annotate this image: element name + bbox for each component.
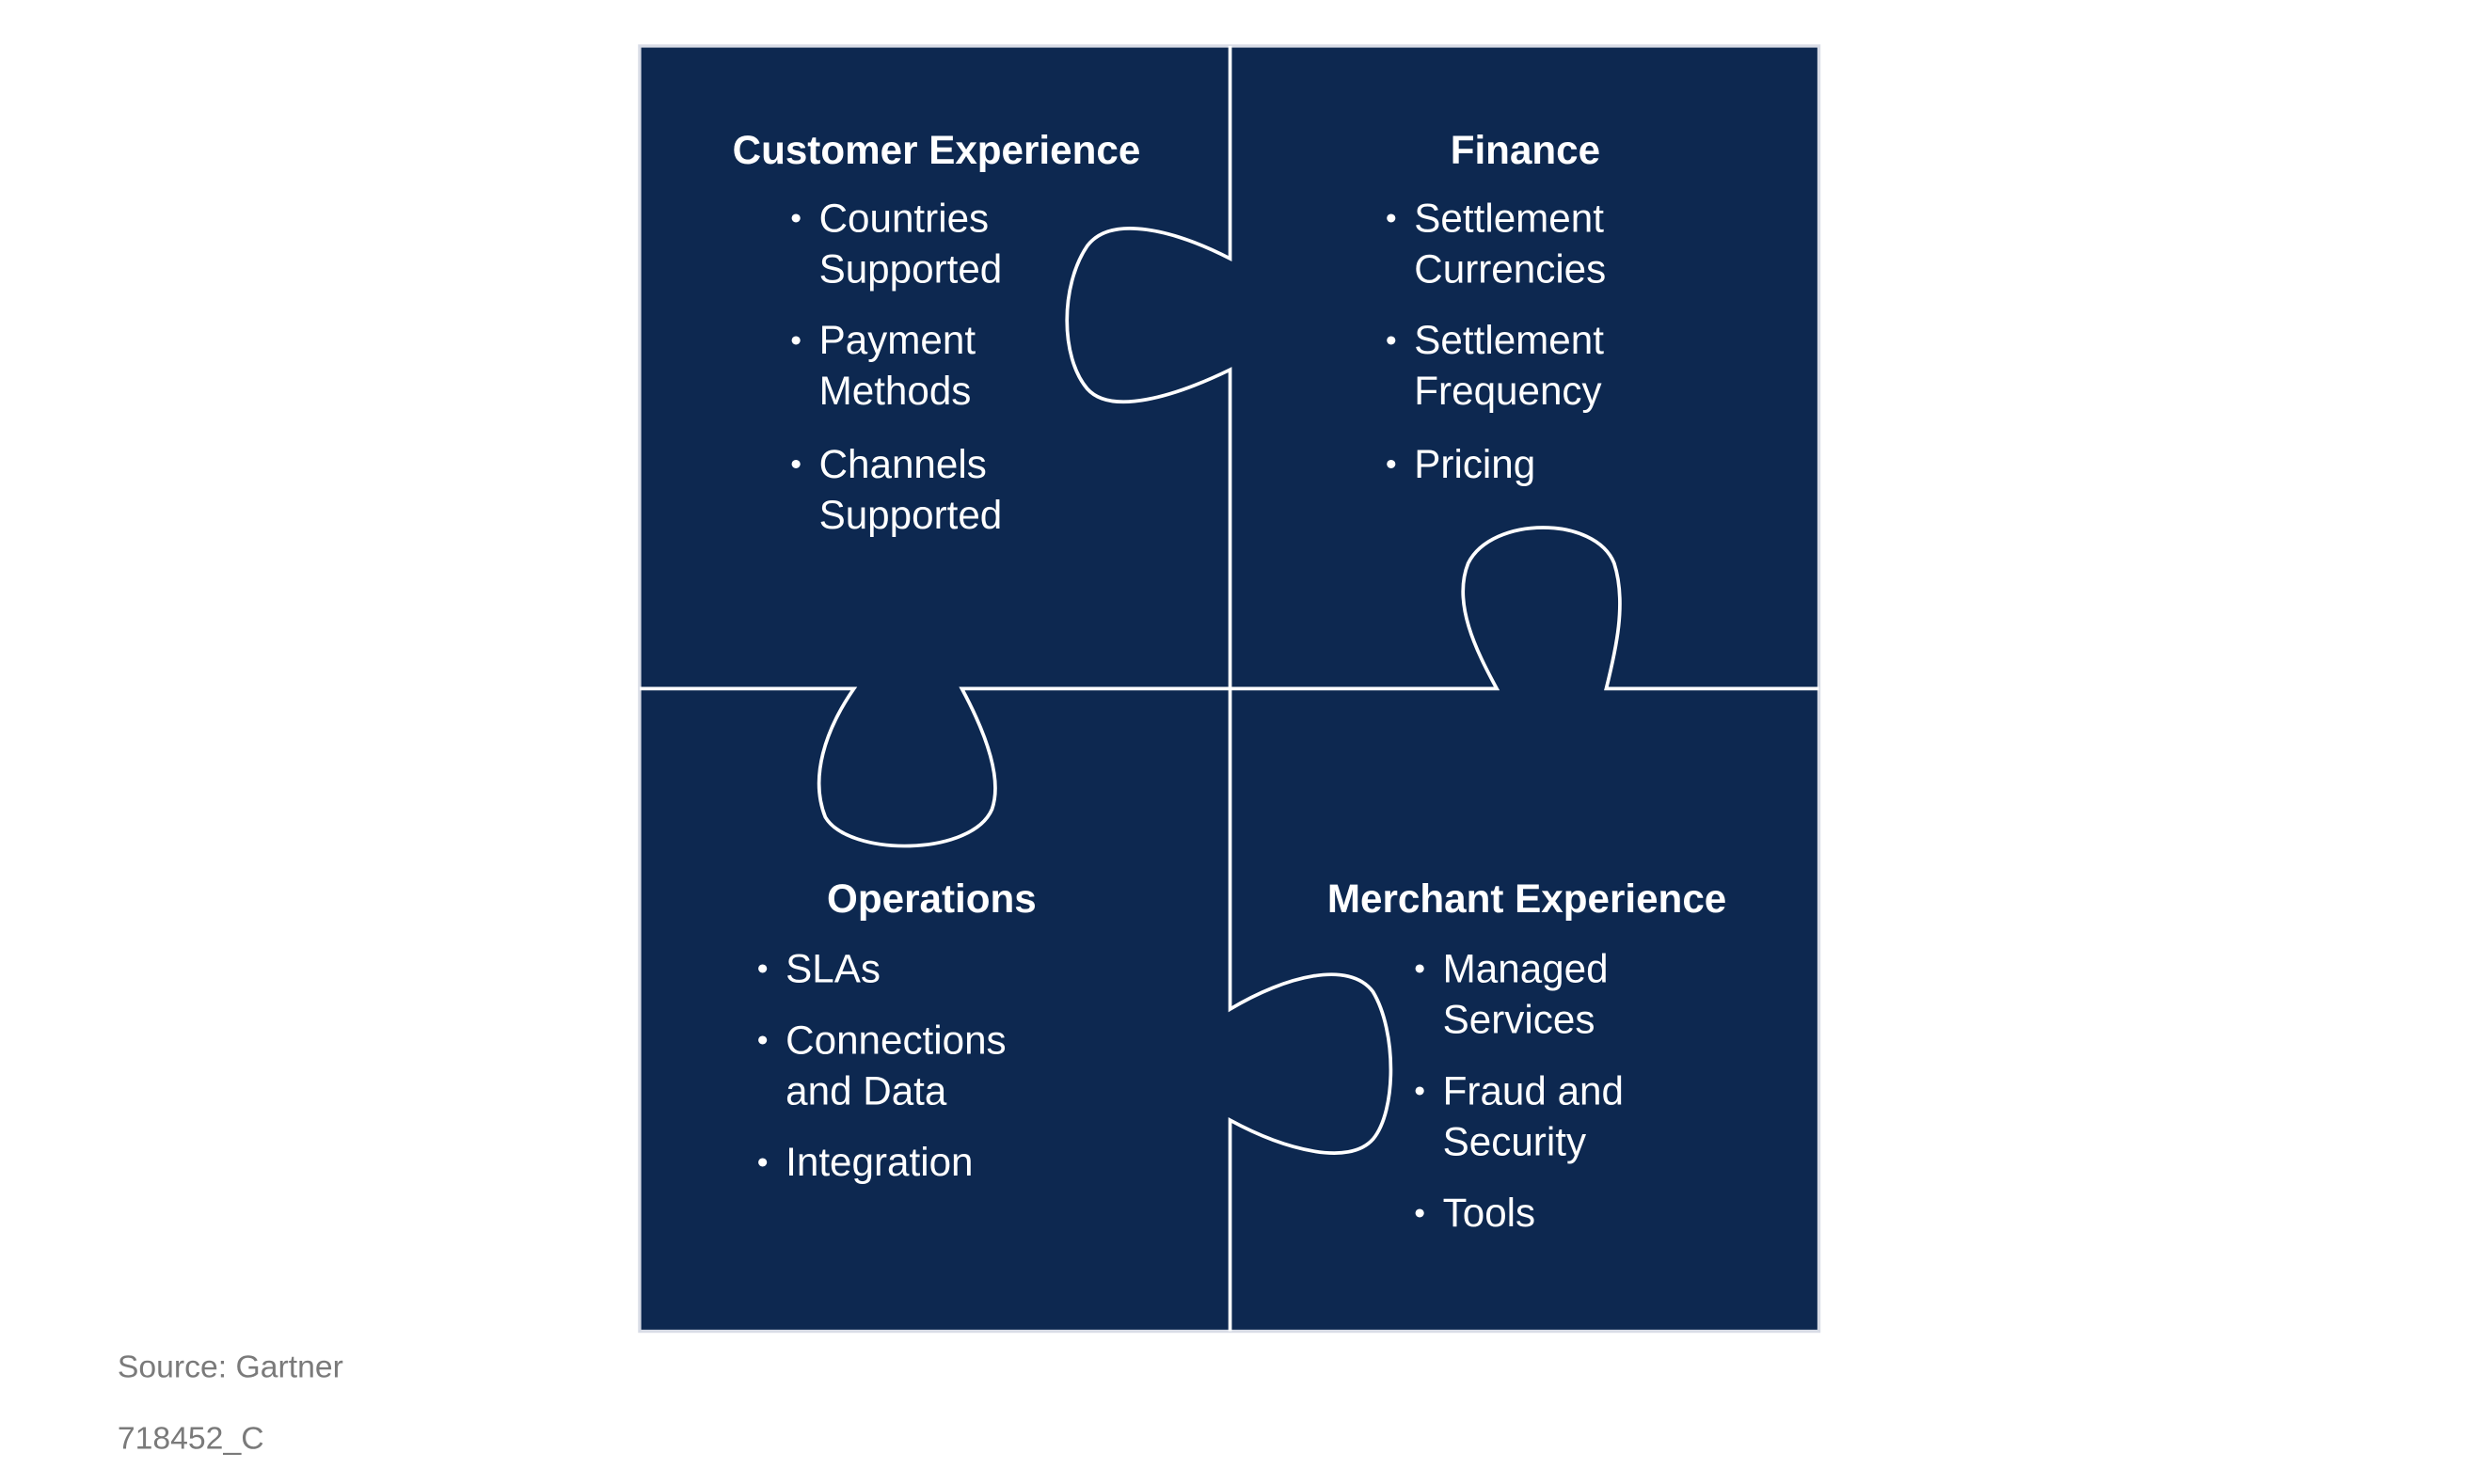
list-item: • Integration <box>757 1138 974 1189</box>
bullet-icon: • <box>1414 1196 1426 1232</box>
item-line: Supported <box>818 493 1003 538</box>
item-line: Channels <box>818 442 987 487</box>
bullet-icon: • <box>1385 447 1397 482</box>
item-line: Settlement <box>1414 319 1604 364</box>
quadrant-title-finance: Finance <box>1450 128 1601 173</box>
item-line: Currencies <box>1414 247 1607 292</box>
item-line: Integration <box>786 1141 974 1186</box>
bullet-icon: • <box>756 1023 769 1059</box>
item-line: Fraud and <box>1442 1069 1624 1114</box>
list-item: • Pricing <box>1386 439 1536 490</box>
quadrant-title-merchant-experience: Merchant Experience <box>1326 877 1727 923</box>
bullet-icon: • <box>1385 324 1397 359</box>
bullet-icon: • <box>1414 952 1426 987</box>
bullet-icon: • <box>1385 201 1397 237</box>
puzzle-horizontal-seam <box>639 526 1819 848</box>
quadrant-title-operations: Operations <box>827 877 1037 923</box>
item-line: SLAs <box>786 947 881 992</box>
bullet-icon: • <box>790 201 802 237</box>
bullet-icon: • <box>756 952 769 987</box>
item-line: Countries <box>818 197 990 242</box>
bullet-icon: • <box>756 1145 769 1181</box>
list-item: • Connections and Data <box>757 1016 1007 1117</box>
item-line: Tools <box>1442 1192 1536 1237</box>
item-line: Managed <box>1442 947 1609 992</box>
item-line: Supported <box>818 247 1003 292</box>
list-item: • SLAs <box>757 944 881 995</box>
quadrant-title-customer-experience: Customer Experience <box>732 128 1141 173</box>
item-line: Settlement <box>1414 197 1604 242</box>
item-line: Connections <box>786 1018 1007 1064</box>
item-line: Frequency <box>1414 370 1602 415</box>
item-line: Pricing <box>1414 442 1536 487</box>
item-line: Services <box>1442 998 1595 1043</box>
bullet-icon: • <box>790 447 802 482</box>
item-line: Security <box>1442 1120 1587 1165</box>
source-caption: Source: Gartner <box>117 1350 343 1385</box>
item-line: and Data <box>786 1069 947 1114</box>
bullet-icon: • <box>790 324 802 359</box>
item-line: Payment <box>818 319 976 364</box>
bullet-icon: • <box>1414 1074 1426 1110</box>
item-line: Methods <box>818 370 972 415</box>
list-item: • Tools <box>1414 1189 1536 1239</box>
figure-id: 718452_C <box>117 1421 264 1457</box>
